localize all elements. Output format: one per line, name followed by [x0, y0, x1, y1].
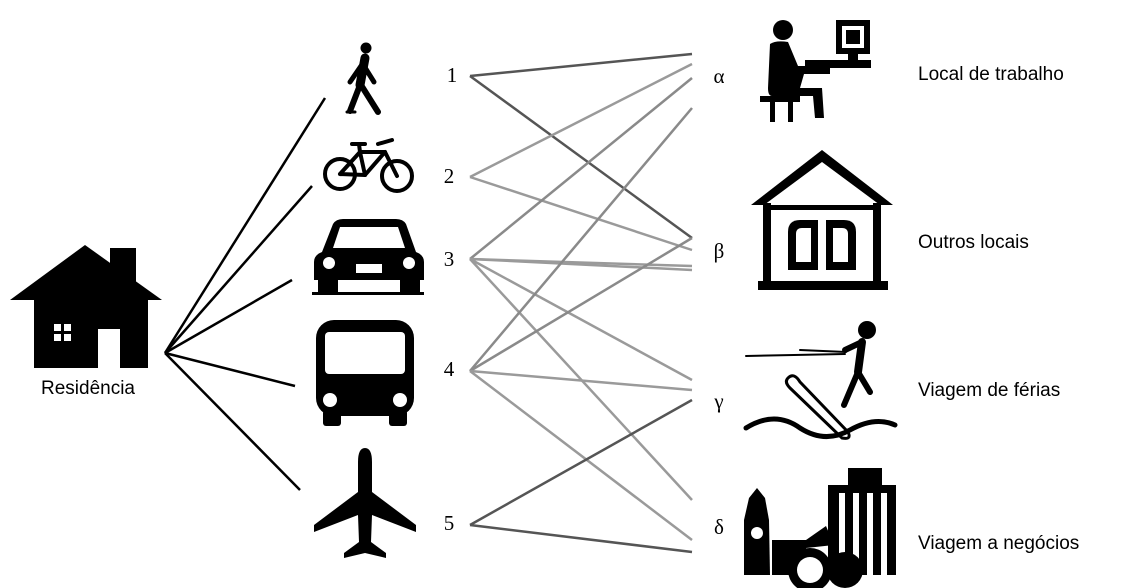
- mode-number-2: 2: [444, 164, 455, 188]
- greek-delta: δ: [714, 515, 724, 539]
- destination-labels: Local de trabalho Outros locais Viagem d…: [918, 64, 1079, 554]
- bus-icon: [316, 320, 414, 426]
- destination-label-work: Local de trabalho: [918, 64, 1064, 85]
- link-4-13: [470, 371, 692, 540]
- connector-plane: [165, 353, 300, 490]
- link-3-5: [470, 78, 692, 259]
- workstation-icon: [760, 20, 871, 122]
- water-ski-icon: [746, 321, 895, 438]
- mode-destination-links: [470, 54, 692, 552]
- link-4-11: [470, 238, 692, 371]
- link-4-12: [470, 371, 692, 390]
- pedestrian-icon: [347, 43, 378, 113]
- destination-label-vacation: Viagem de férias: [918, 380, 1060, 401]
- destination-greek-labels: α β γ δ: [713, 64, 724, 539]
- greek-alpha: α: [713, 64, 724, 88]
- residence-label: Residência: [41, 378, 135, 399]
- mode-number-1: 1: [447, 63, 458, 87]
- house-icon: [10, 245, 162, 368]
- link-2-3: [470, 64, 692, 177]
- connector-car: [165, 280, 292, 353]
- link-5-15: [470, 525, 692, 552]
- mode-number-3: 3: [444, 247, 455, 271]
- mode-number-4: 4: [444, 357, 455, 381]
- library-building-icon: [751, 150, 893, 290]
- residence-connectors: [165, 98, 325, 490]
- greek-beta: β: [714, 239, 725, 263]
- airplane-icon: [314, 448, 416, 558]
- link-3-8: [470, 259, 692, 380]
- mode-number-5: 5: [444, 511, 455, 535]
- connector-bike: [165, 186, 312, 353]
- bicycle-icon: [325, 140, 412, 191]
- greek-gamma: γ: [713, 389, 723, 413]
- connector-bus: [165, 353, 295, 386]
- link-1-1: [470, 54, 692, 76]
- connector-walk: [165, 98, 325, 353]
- car-icon: [312, 219, 424, 295]
- mode-numbers: 1 2 3 4 5: [444, 63, 458, 535]
- city-landmarks-icon: [744, 468, 896, 588]
- destination-label-business: Viagem a negócios: [918, 533, 1079, 554]
- destination-label-other: Outros locais: [918, 232, 1029, 253]
